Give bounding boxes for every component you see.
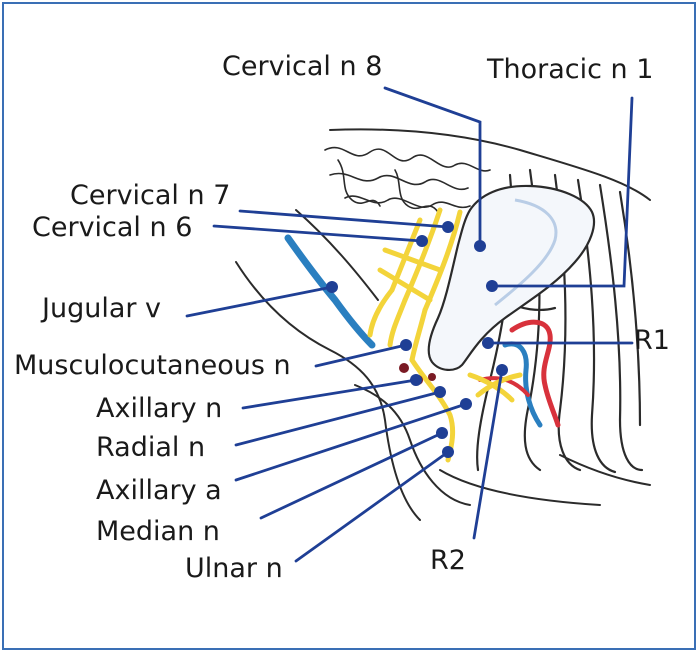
label-axillary-a: Axillary a bbox=[96, 475, 222, 506]
leader-thoracic-n1 bbox=[490, 96, 634, 288]
label-radial-n: Radial n bbox=[96, 432, 206, 463]
label-r2: R2 bbox=[430, 545, 466, 576]
dot-r1 bbox=[482, 337, 494, 349]
leader-cervical-n6 bbox=[212, 224, 424, 243]
dot-median-n bbox=[436, 427, 448, 439]
leader-cervical-n8 bbox=[383, 86, 482, 248]
label-musculocutaneous-n: Musculocutaneous n bbox=[14, 350, 291, 381]
dot-axillary-a bbox=[460, 398, 472, 410]
label-ulnar-n: Ulnar n bbox=[185, 553, 283, 584]
neck-scribble bbox=[324, 146, 491, 213]
leader-axillary-a bbox=[234, 402, 468, 482]
leader-jugular-v bbox=[185, 285, 334, 318]
leader-axillary-n bbox=[241, 378, 418, 410]
leader-dots bbox=[326, 221, 508, 458]
leader-ulnar-n bbox=[294, 450, 450, 563]
dot-cervical-n7 bbox=[442, 221, 454, 233]
leader-median-n bbox=[259, 431, 444, 520]
brachial-plexus bbox=[367, 207, 523, 463]
leader-lines bbox=[185, 86, 634, 563]
dot-musculocutaneous-n bbox=[400, 339, 412, 351]
label-r1: R1 bbox=[634, 325, 670, 356]
body-outline bbox=[235, 128, 651, 521]
dot-axillary-n bbox=[410, 374, 422, 386]
jugular-vein bbox=[284, 234, 376, 349]
leader-radial-n bbox=[234, 390, 442, 447]
dot-cervical-n8 bbox=[474, 240, 486, 252]
dot-jugular-v bbox=[326, 281, 338, 293]
dot-cervical-n6 bbox=[416, 235, 428, 247]
label-median-n: Median n bbox=[96, 516, 220, 547]
dot-radial-n bbox=[434, 386, 446, 398]
leader-musculocutaneous-n bbox=[314, 343, 408, 368]
dot-thoracic-n1 bbox=[486, 280, 498, 292]
label-cervical-n7: Cervical n 7 bbox=[70, 180, 231, 211]
label-axillary-n: Axillary n bbox=[96, 393, 223, 424]
leader-cervical-n7 bbox=[238, 209, 450, 229]
label-cervical-n6: Cervical n 6 bbox=[32, 212, 193, 243]
first-rib-bone bbox=[427, 184, 596, 371]
label-thoracic-n1: Thoracic n 1 bbox=[487, 54, 654, 85]
leader-r2 bbox=[472, 368, 504, 540]
label-jugular-v: Jugular v bbox=[42, 293, 162, 324]
dot-ulnar-n bbox=[442, 446, 454, 458]
label-cervical-n8: Cervical n 8 bbox=[222, 51, 383, 82]
dot-r2 bbox=[496, 364, 508, 376]
